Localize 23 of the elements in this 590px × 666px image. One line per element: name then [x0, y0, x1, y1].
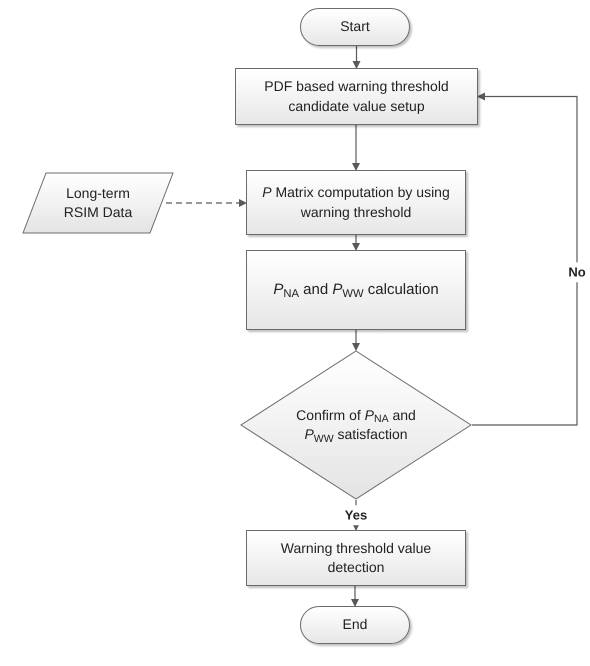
node-text: Long-term RSIM Data: [62, 184, 134, 222]
node-text: P$_{NA}$ and P$_{WW}$ calculation: [273, 280, 439, 300]
process-box: [235, 68, 478, 125]
node-text: Warning threshold value detection: [280, 538, 432, 577]
end-terminal: [300, 606, 410, 644]
node-text: End: [342, 615, 368, 634]
arrow: [472, 92, 578, 426]
decision-diamond: [240, 350, 472, 500]
data-parallelogram: [22, 172, 174, 234]
arrow: [352, 330, 360, 351]
node-text: Start: [340, 17, 370, 36]
process-box: [246, 170, 466, 235]
process-box: [246, 250, 466, 330]
arrow: [352, 46, 360, 69]
node-text: Confirm of P$_{NA}$ and P$_{WW}$ satisfaction: [296, 406, 416, 444]
process-box: [246, 530, 466, 586]
arrow: [352, 235, 360, 251]
start-terminal: [300, 8, 410, 46]
arrow: [166, 199, 247, 207]
arrow: [352, 125, 360, 171]
arrow: [351, 586, 359, 607]
node-text: P Matrix computation by using warning threshold: [261, 183, 451, 222]
node-text: PDF based warning threshold candidate value setup: [263, 77, 450, 116]
